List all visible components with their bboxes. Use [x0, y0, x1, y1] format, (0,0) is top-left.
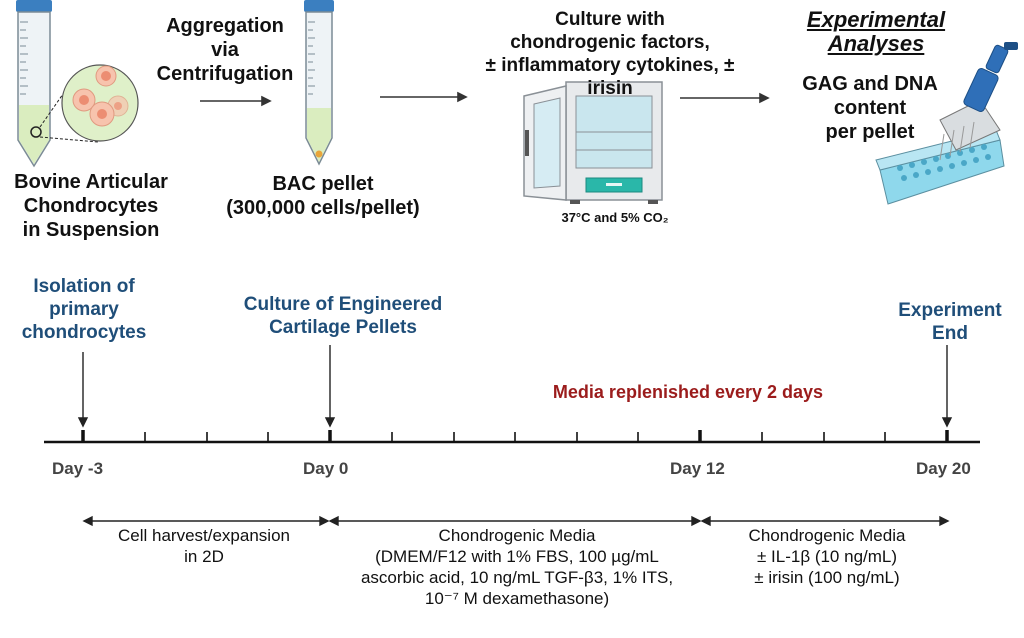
phase-treatment-text: Chondrogenic Media ± IL-1β (10 ng/mL) ± … — [748, 526, 906, 587]
pipette-plate-icon — [875, 42, 1018, 205]
culture-conditions-title: Culture with chondrogenic factors, ± inf… — [485, 9, 735, 99]
milestone-culture-start: Culture of Engineered Cartilage Pellets — [243, 294, 443, 338]
day-label-20: Day 20 — [916, 459, 971, 478]
process-arrows — [200, 91, 770, 107]
day-label-0: Day 0 — [303, 459, 349, 478]
phase-chondrogenic-text: Chondrogenic Media (DMEM/F12 with 1% FBS… — [360, 526, 674, 608]
incubator-icon — [523, 81, 663, 204]
timeline-axis — [44, 430, 980, 444]
media-replenishment-note: Media replenished every 2 days — [552, 382, 824, 402]
milestone-arrows — [77, 345, 953, 428]
day-label-minus3: Day -3 — [52, 459, 104, 478]
phase-span-arrows — [82, 515, 950, 527]
incubator-conditions-label: 37°C and 5% CO₂ — [561, 210, 669, 225]
analyses-description: GAG and DNA content per pellet — [802, 73, 938, 143]
milestone-isolation: Isolation of primary chondrocytes — [21, 276, 147, 343]
experimental-analyses-title: Experimental Analyses — [806, 7, 946, 56]
phase-expansion-text: Cell harvest/expansion in 2D — [118, 526, 290, 566]
pellet-tube-icon — [304, 0, 334, 166]
cell-magnifier-icon — [39, 64, 139, 143]
centrifuge-tube-icon — [16, 0, 52, 168]
bac-pellet-label: BAC pellet (300,000 cells/pellet) — [226, 173, 420, 219]
chondrocyte-suspension-label: Bovine Articular Chondrocytes in Suspens… — [14, 171, 168, 241]
day-label-12: Day 12 — [670, 459, 725, 478]
centrifugation-step-label: Aggregation via Centrifugation — [156, 15, 294, 85]
milestone-experiment-end: Experiment End — [898, 300, 1002, 344]
